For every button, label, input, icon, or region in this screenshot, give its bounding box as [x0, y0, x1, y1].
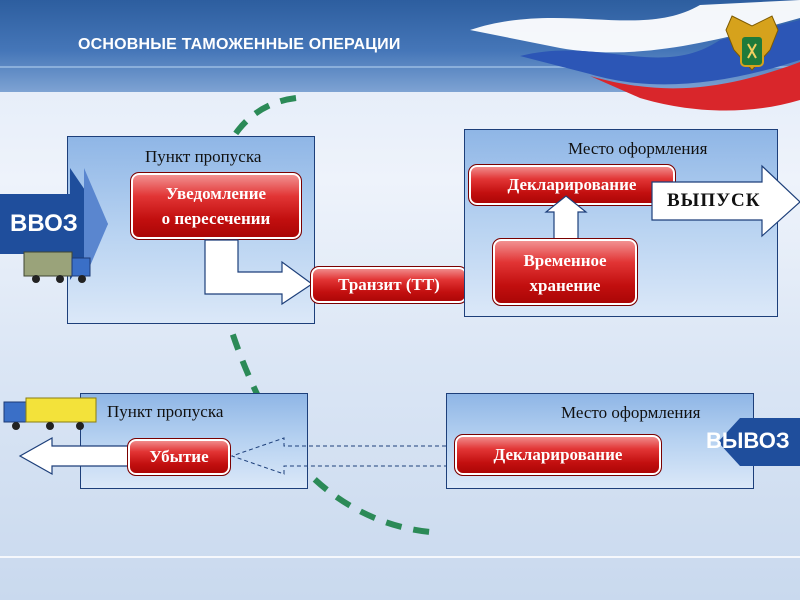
export-clearance-label: Место оформления: [561, 403, 701, 422]
export-checkpoint-label: Пункт пропуска: [107, 402, 224, 421]
departure-pill: Убытие: [127, 438, 231, 476]
notification-line1: Уведомление: [165, 184, 267, 203]
temporary-storage-pill: Временное хранение: [492, 238, 638, 306]
storage-line1: Временное: [523, 251, 607, 270]
header-divider: [0, 66, 800, 68]
import-declaration-label: Декларирование: [507, 175, 637, 194]
bottom-divider: [0, 556, 800, 558]
release-label: ВЫПУСК: [667, 190, 761, 211]
storage-line2: хранение: [529, 276, 601, 295]
export-declaration-label: Декларирование: [493, 445, 623, 464]
notification-line2: о пересечении: [161, 209, 271, 228]
transit-pill: Транзит (ТТ): [310, 266, 468, 304]
cycle-arc: [209, 95, 431, 535]
import-checkpoint-label: Пункт пропуска: [145, 147, 262, 166]
import-clearance-label: Место оформления: [568, 139, 708, 158]
export-declaration-pill: Декларирование: [454, 434, 662, 476]
flag-ribbon-icon: [470, 0, 800, 111]
departure-label: Убытие: [149, 447, 209, 466]
import-side-label: ВВОЗ: [10, 210, 78, 237]
page-title: ОСНОВНЫЕ ТАМОЖЕННЫЕ ОПЕРАЦИИ: [78, 36, 401, 53]
transit-label: Транзит (ТТ): [338, 275, 440, 294]
coat-of-arms-icon: [725, 15, 779, 71]
notification-pill: Уведомление о пересечении: [130, 172, 302, 240]
export-side-label: ВЫВОЗ: [706, 428, 790, 453]
